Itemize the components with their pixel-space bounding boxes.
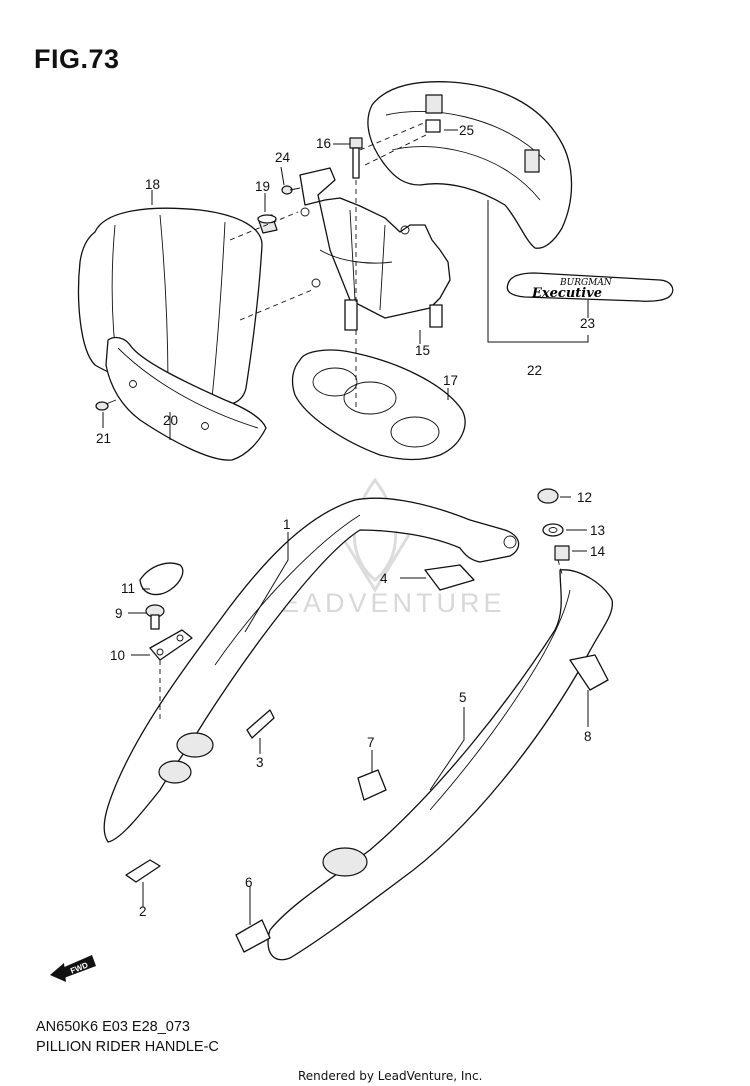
assembly-lines — [159, 121, 563, 720]
part-5-right-handle[interactable] — [267, 569, 614, 961]
part-19-cushion[interactable] — [257, 214, 278, 234]
part-8-grommet[interactable] — [569, 654, 609, 691]
watermark-text: LEADVENTURE — [262, 588, 506, 618]
callout-9[interactable]: 9 — [115, 606, 123, 621]
part-25-clip[interactable] — [425, 119, 441, 133]
model-code: AN650K6 E03 E28_073 — [36, 1019, 190, 1035]
part-22-cover[interactable] — [367, 81, 573, 249]
part-4-grommet[interactable] — [424, 564, 475, 591]
callout-20[interactable]: 20 — [163, 413, 178, 428]
part-7-grommet[interactable] — [357, 769, 387, 801]
callout-13[interactable]: 13 — [590, 523, 605, 538]
callout-25[interactable]: 25 — [459, 123, 474, 138]
part-10-plate[interactable] — [149, 629, 193, 661]
render-credit: Rendered by LeadVenture, Inc. — [298, 1069, 483, 1083]
callout-12[interactable]: 12 — [577, 490, 592, 505]
part-2-plate[interactable] — [125, 859, 161, 883]
part-14-collar[interactable] — [554, 545, 570, 561]
part-15-bracket[interactable] — [299, 167, 451, 331]
part-21-screw[interactable] — [95, 399, 117, 411]
part-9-bolt[interactable] — [145, 604, 165, 630]
callout-16[interactable]: 16 — [316, 136, 331, 151]
callout-labels: 1 2 3 4 5 6 7 8 9 10 11 12 13 14 15 16 1… — [96, 123, 606, 919]
part-12-bolt[interactable] — [537, 488, 559, 504]
callout-21[interactable]: 21 — [96, 431, 111, 446]
callout-3[interactable]: 3 — [256, 755, 264, 770]
part-20-trim[interactable] — [105, 336, 267, 461]
callout-19[interactable]: 19 — [255, 179, 270, 194]
callout-7[interactable]: 7 — [367, 735, 375, 750]
callout-22[interactable]: 22 — [527, 363, 542, 378]
callout-14[interactable]: 14 — [590, 544, 606, 559]
callout-1[interactable]: 1 — [283, 517, 291, 532]
part-17-plate[interactable] — [291, 349, 466, 461]
callout-4[interactable]: 4 — [380, 571, 388, 586]
callout-18[interactable]: 18 — [145, 177, 160, 192]
callout-6[interactable]: 6 — [245, 875, 253, 890]
callout-2[interactable]: 2 — [139, 904, 147, 919]
callout-8[interactable]: 8 — [584, 729, 592, 744]
part-16-bolt[interactable] — [349, 137, 363, 179]
part-3-grommet[interactable] — [246, 709, 275, 739]
emblem-line1: BURGMAN — [559, 278, 613, 288]
part-6-grommet[interactable] — [235, 919, 271, 953]
callout-15[interactable]: 15 — [415, 343, 430, 358]
emblem-line2: Executive — [531, 286, 602, 301]
part-1-left-handle[interactable] — [103, 497, 520, 843]
fwd-arrow-icon: FWD — [50, 955, 96, 982]
part-13-washer[interactable] — [542, 523, 564, 537]
callout-10[interactable]: 10 — [110, 648, 125, 663]
part-11-cap[interactable] — [139, 562, 184, 596]
leader-lines — [102, 129, 589, 925]
fwd-label: FWD — [69, 960, 89, 975]
part-24-screw[interactable] — [281, 185, 301, 195]
watermark: LEADVENTURE — [262, 477, 506, 618]
figure-title: FIG.73 — [34, 44, 120, 74]
section-name: PILLION RIDER HANDLE-C — [36, 1039, 219, 1055]
callout-5[interactable]: 5 — [459, 690, 467, 705]
part-23-emblem[interactable]: BURGMAN Executive — [506, 272, 674, 302]
callout-17[interactable]: 17 — [443, 373, 458, 388]
callout-23[interactable]: 23 — [580, 316, 595, 331]
callout-11[interactable]: 11 — [121, 581, 135, 596]
callout-24[interactable]: 24 — [275, 150, 291, 165]
